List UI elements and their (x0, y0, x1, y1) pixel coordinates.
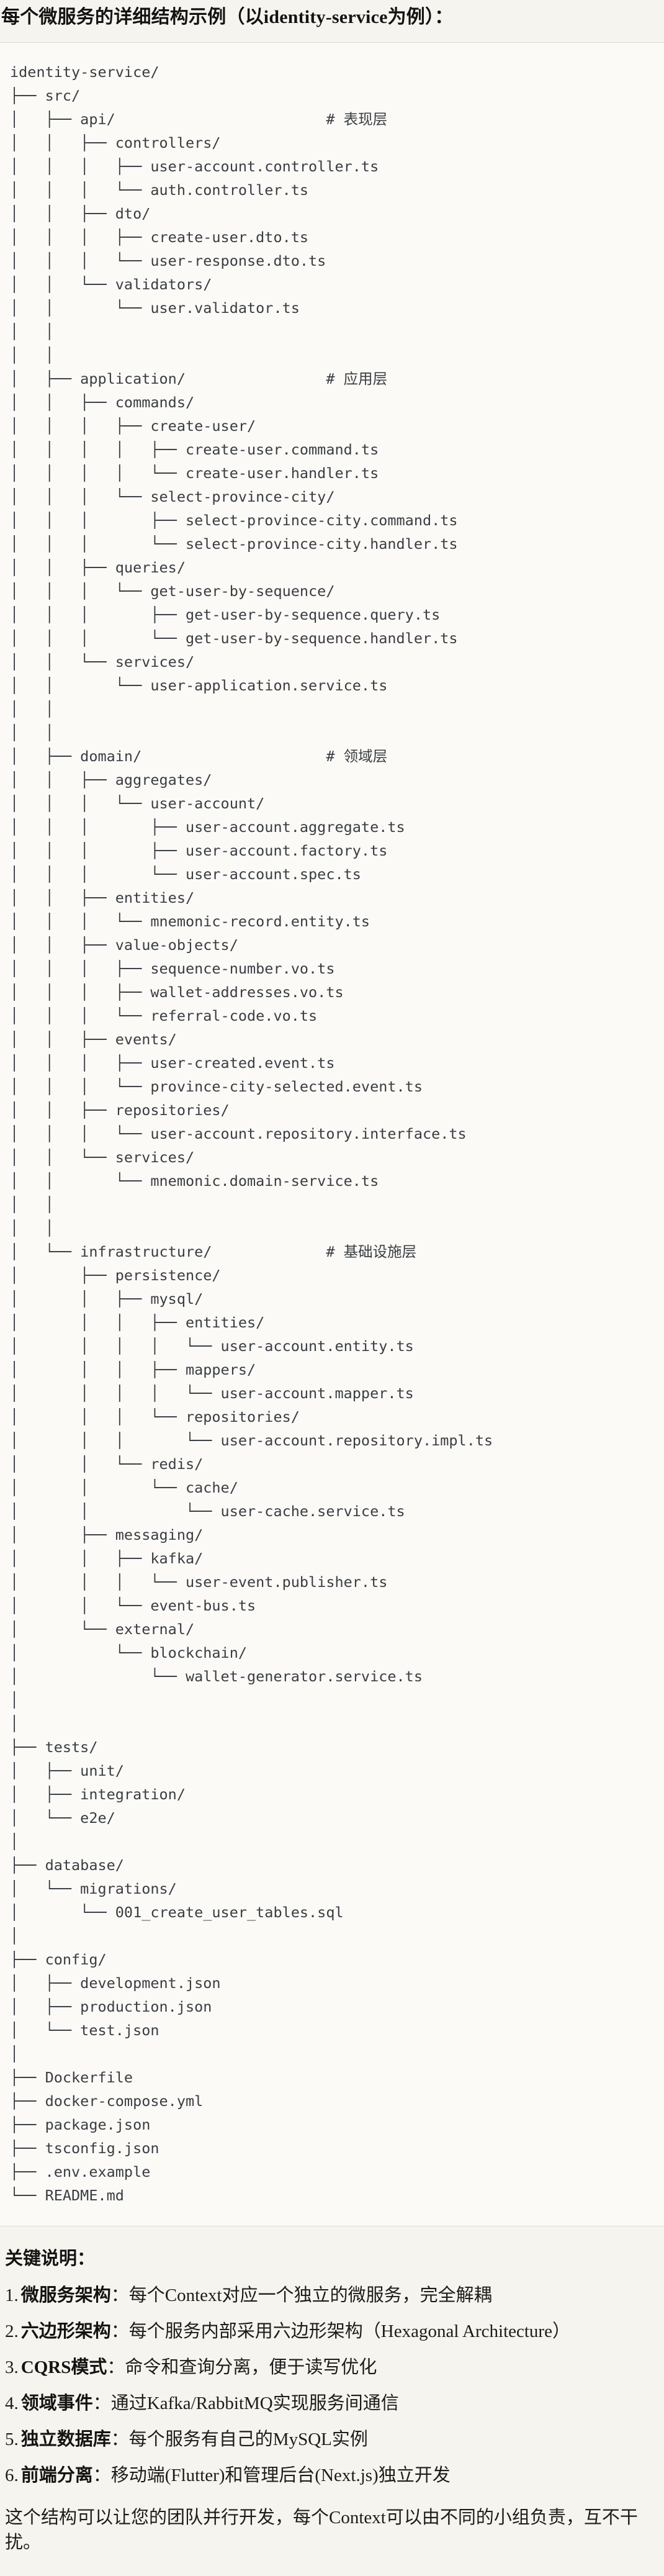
note-colon: ： (110, 2429, 129, 2449)
note-text: 每个服务内部采用六边形架构（Hexagonal Architecture） (128, 2321, 570, 2341)
note-colon: ： (110, 2321, 129, 2341)
note-colon: ： (92, 2465, 111, 2485)
note-item-2: 2.六边形架构：每个服务内部采用六边形架构（Hexagonal Architec… (5, 2320, 658, 2343)
note-text: 每个Context对应一个独立的微服务，完全解耦 (128, 2285, 492, 2305)
note-number: 4. (5, 2393, 19, 2413)
note-number: 5. (5, 2429, 19, 2449)
note-text: 每个服务有自己的MySQL实例 (128, 2429, 368, 2449)
note-term: 六边形架构 (20, 2321, 111, 2341)
note-item-6: 6.前端分离：移动端(Flutter)和管理后台(Next.js)独立开发 (5, 2464, 658, 2487)
note-term: CQRS模式 (20, 2357, 107, 2377)
note-text: 移动端(Flutter)和管理后台(Next.js)独立开发 (110, 2465, 451, 2485)
file-tree: identity-service/ ├── src/ │ ├── api/ # … (10, 63, 493, 2204)
note-text: 通过Kafka/RabbitMQ实现服务间通信 (110, 2393, 399, 2413)
note-term: 前端分离 (20, 2465, 93, 2485)
note-item-3: 3.CQRS模式：命令和查询分离，便于读写优化 (5, 2356, 658, 2379)
note-colon: ： (110, 2285, 129, 2305)
note-number: 3. (5, 2357, 19, 2377)
note-item-1: 1.微服务架构：每个Context对应一个独立的微服务，完全解耦 (5, 2284, 658, 2307)
code-block: identity-service/ ├── src/ │ ├── api/ # … (0, 42, 664, 2226)
notes-heading: 关键说明： (5, 2249, 96, 2269)
note-term: 微服务架构 (20, 2285, 111, 2305)
note-colon: ： (92, 2393, 111, 2413)
note-colon: ： (107, 2357, 125, 2377)
note-term: 领域事件 (20, 2393, 93, 2413)
notes-section: 关键说明： 1.微服务架构：每个Context对应一个独立的微服务，完全解耦 2… (0, 2226, 664, 2576)
closing-paragraph: 这个结构可以让您的团队并行开发，每个Context可以由不同的小组负责，互不干扰… (5, 2508, 638, 2552)
document: 每个微服务的详细结构示例（以identity-service为例）： ident… (0, 5, 664, 2576)
note-number: 6. (5, 2465, 19, 2485)
note-text: 命令和查询分离，便于读写优化 (125, 2357, 377, 2377)
note-number: 2. (5, 2321, 19, 2341)
note-item-5: 5.独立数据库：每个服务有自己的MySQL实例 (5, 2428, 658, 2451)
note-item-4: 4.领域事件：通过Kafka/RabbitMQ实现服务间通信 (5, 2392, 658, 2415)
note-number: 1. (5, 2285, 19, 2305)
page-title: 每个微服务的详细结构示例（以identity-service为例）： (1, 7, 454, 27)
note-term: 独立数据库 (20, 2429, 111, 2449)
